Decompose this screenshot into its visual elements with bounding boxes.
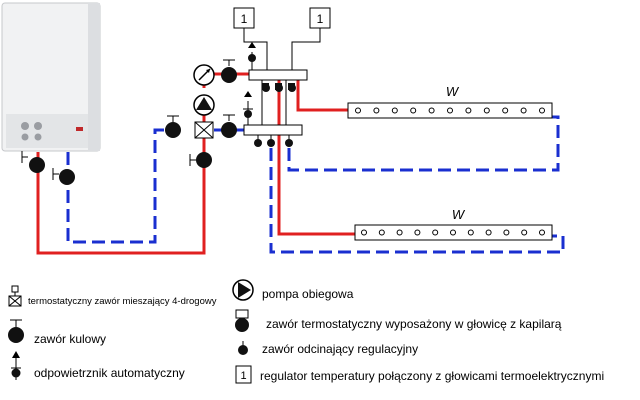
- ball-valve-icon: [52, 168, 75, 185]
- legend-mixing-valve-icon: [8, 285, 22, 307]
- circuit-loop-dot: [465, 107, 472, 114]
- air-vent-icon: [248, 42, 256, 70]
- supply-manifold: [248, 69, 308, 81]
- circuit-loop-dot: [396, 229, 403, 236]
- regulator-number: 1: [241, 12, 248, 26]
- legend-air-vent-label: odpowietrznik automatyczny: [34, 366, 185, 380]
- pump-icon: [193, 94, 215, 116]
- circuit-loop-dot: [355, 107, 361, 114]
- legend-pump-icon: [232, 279, 254, 301]
- thermometer-icon: [193, 64, 215, 86]
- legend-air-vent-icon: [11, 351, 21, 380]
- circuit-loop-dot: [391, 107, 398, 114]
- ball-valve-icon: [165, 115, 181, 138]
- circuit-loop-dot: [539, 229, 545, 236]
- legend-shutoff-valve-label: zawór odcinający regulacyjny: [262, 342, 418, 356]
- legend-thermostatic-valve-icon: [235, 309, 249, 332]
- circuit-loop-dot: [467, 229, 474, 236]
- circuit-label: W: [446, 84, 460, 99]
- circuit-loop-dot: [450, 229, 456, 236]
- boiler-knob-icon: [34, 133, 42, 141]
- regulator-number: 1: [317, 12, 324, 26]
- manifolds: [243, 69, 308, 136]
- legend-regulator-label: regulator temperatury połączony z głowic…: [260, 369, 604, 383]
- thermostatic-valve-icon: [275, 83, 283, 92]
- circuit-loop-dot: [428, 107, 435, 114]
- circuit-loop-dot: [432, 229, 439, 236]
- boiler-knob-icon: [21, 133, 29, 141]
- heating-circuit-lower: W: [354, 207, 553, 241]
- return-pipes: [66, 115, 565, 254]
- circuit-loop-dot: [361, 229, 367, 236]
- circuit-loop-dot: [414, 229, 421, 236]
- circuit-loop-dot: [447, 107, 453, 114]
- ball-valve-icon: [21, 151, 45, 173]
- circuit-loop-dot: [520, 107, 527, 114]
- return-manifold: [243, 124, 303, 136]
- ball-valve-icon: [221, 114, 237, 138]
- circuit-loop-dot: [539, 107, 545, 114]
- ball-valve-icon: [189, 152, 212, 168]
- heating-circuit-upper: W: [347, 84, 553, 119]
- boiler-knob-icon: [34, 122, 42, 130]
- legend-ball-valve-icon: [8, 319, 24, 343]
- legend-regulator-icon: 1: [235, 365, 252, 384]
- legend-ball-valve-label: zawór kulowy: [34, 332, 106, 346]
- circuit-label: W: [452, 207, 466, 222]
- air-vent-icon: [243, 91, 253, 125]
- boiler-logo: [76, 127, 83, 131]
- boiler: [1, 2, 101, 152]
- circuit-loop-dot: [502, 107, 509, 114]
- legend: termostatyczny zawór mieszający 4-drogow…: [8, 279, 604, 384]
- boiler-knob-icon: [21, 122, 29, 130]
- circuit-loop-dot: [483, 107, 490, 114]
- circuit-loop-dot: [410, 107, 417, 114]
- circuit-loop-dot: [378, 229, 385, 236]
- legend-pump-label: pompa obiegowa: [262, 287, 354, 301]
- legend-thermostatic-valve-label: zawór termostatyczny wyposażony w głowic…: [266, 317, 562, 331]
- shutoff-valve-icon: [254, 135, 262, 147]
- mixing-valve-icon: [194, 121, 214, 139]
- circuit-loop-dot: [373, 107, 380, 114]
- circuit-loop-dot: [503, 229, 510, 236]
- circuit-loop-dot: [521, 229, 528, 236]
- shutoff-valve-icon: [285, 135, 293, 147]
- shutoff-valve-icon: [267, 135, 275, 147]
- thermostatic-valve-icon: [288, 83, 296, 92]
- circuit-loop-dot: [485, 229, 492, 236]
- thermostatic-valve-icon: [262, 83, 270, 92]
- legend-regulator-number: 1: [240, 370, 246, 382]
- legend-shutoff-valve-icon: [238, 341, 248, 355]
- legend-mixing-valve-label: termostatyczny zawór mieszający 4-drogow…: [28, 296, 217, 307]
- regulators: 1 1: [233, 7, 331, 70]
- ball-valve-icon: [221, 59, 237, 83]
